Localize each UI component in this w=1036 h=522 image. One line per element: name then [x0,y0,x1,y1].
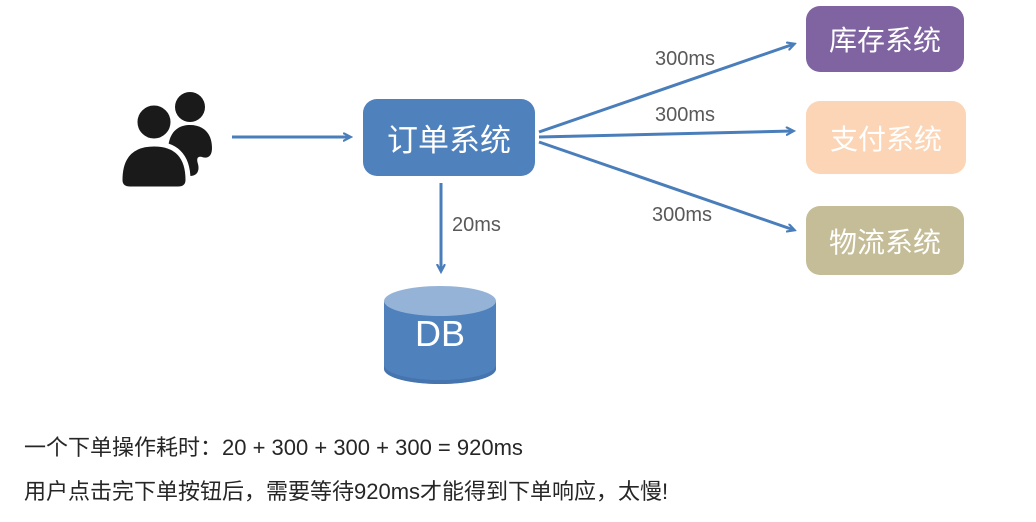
db-cylinder [378,281,502,389]
node-inventory-system-label: 库存系统 [828,25,941,56]
edge-label-order-logistics: 300ms [652,204,713,226]
users-icon [112,86,232,192]
edge-order-to-logistics [538,140,794,230]
node-inventory-system: 库存系统 [806,6,964,72]
edge-order-to-inventory [538,44,794,134]
note-total-time: 一个下单操作耗时：20 + 300 + 300 + 300 = 920ms [24,435,523,460]
edge-order-to-payment [538,131,793,139]
node-payment-system: 支付系统 [806,101,966,174]
node-payment-system-label: 支付系统 [829,123,942,155]
node-order-system: 订单系统 [363,99,535,176]
node-logistics-system-label: 物流系统 [828,226,941,258]
edge-label-order-inventory: 300ms [655,48,716,70]
edge-label-order-db: 20ms [452,214,501,236]
db-label: DB [414,313,465,354]
node-order-system-label: 订单系统 [387,123,511,158]
edge-label-order-payment: 300ms [655,104,716,126]
node-logistics-system: 物流系统 [806,206,964,275]
note-conclusion: 用户点击完下单按钮后，需要等待920ms才能得到下单响应，太慢! [24,479,669,504]
